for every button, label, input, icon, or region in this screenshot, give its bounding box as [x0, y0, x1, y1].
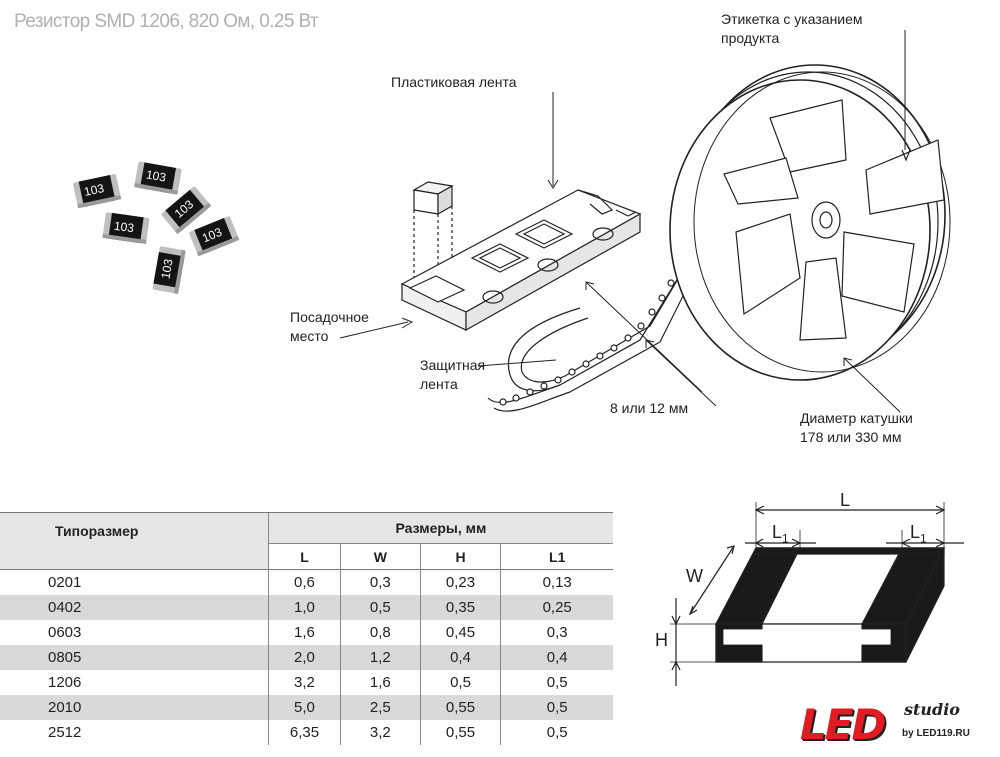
dim-label-L: L: [840, 490, 851, 510]
cell-L: 1,6: [267, 620, 341, 645]
cell-H: 0,45: [419, 620, 501, 645]
dim-label-W: W: [686, 566, 703, 586]
column-header-W: W: [340, 543, 421, 570]
column-header-L1: L1: [500, 543, 613, 570]
cell-H: 0,23: [419, 569, 501, 595]
cell-L1: 0,3: [500, 620, 613, 645]
cell-L1: 0,25: [500, 595, 613, 620]
reel: [669, 64, 951, 381]
page-title: Резистор SMD 1206, 820 Ом, 0.25 Вт: [14, 11, 319, 32]
cell-W: 1,2: [340, 645, 421, 670]
cell-W: 2,5: [340, 695, 421, 720]
cell-L: 5,0: [267, 695, 341, 720]
label-cover-tape-line2: лента: [420, 376, 458, 392]
table-row: 0805 2,0 1,2 0,4 0,4: [0, 645, 613, 670]
cell-L: 0,6: [267, 569, 341, 595]
table-row: 2010 5,0 2,5 0,55 0,5: [0, 695, 613, 720]
cell-L1: 0,13: [500, 569, 613, 595]
cell-L1: 0,5: [500, 695, 613, 720]
cell-L: 3,2: [267, 670, 341, 695]
cell-L1: 0,5: [500, 720, 613, 745]
label-tape-width: 8 или 12 мм: [610, 400, 689, 416]
cell-L: 2,0: [267, 645, 341, 670]
cell-L: 6,35: [267, 720, 341, 745]
table-row: 0603 1,6 0,8 0,45 0,3: [0, 620, 613, 645]
dim-label-L1-right: L1: [910, 522, 927, 546]
cell-type: 0201: [48, 574, 82, 591]
label-plastic-tape: Пластиковая лента: [391, 74, 517, 90]
cell-H: 0,55: [419, 720, 501, 745]
cell-L: 1,0: [267, 595, 341, 620]
label-product-label-line2: продукта: [721, 30, 780, 46]
table-row: 0402 1,0 0,5 0,35 0,25: [0, 595, 613, 620]
cell-type: 1206: [48, 674, 82, 691]
logo-by-text: by LED119.RU: [902, 728, 970, 739]
cell-type: 2512: [48, 724, 82, 741]
label-cover-tape-line1: Защитная: [420, 357, 486, 373]
cell-type: 0402: [0, 595, 269, 620]
cell-W: 1,6: [340, 670, 421, 695]
cell-H: 0,4: [419, 645, 501, 670]
carrier-tape-segment: [400, 189, 642, 332]
label-product-label-line1: Этикетка с указанием: [721, 11, 863, 27]
cell-H: 0,5: [419, 670, 501, 695]
cell-type: 0603: [48, 624, 82, 641]
logo-main-text: LED: [800, 700, 886, 749]
cell-H: 0,35: [419, 595, 501, 620]
label-reel-diameter-line1: Диаметр катушки: [800, 410, 913, 426]
dimensions-table: Типоразмер Размеры, мм L W H L1 0201 0,6…: [0, 512, 613, 745]
cell-W: 0,8: [340, 620, 421, 645]
cell-W: 3,2: [340, 720, 421, 745]
column-header-H: H: [419, 543, 501, 570]
table-row: 0201 0,6 0,3 0,23 0,13: [0, 569, 613, 595]
header-type: Типоразмер: [0, 512, 269, 570]
table-row: 1206 3,2 1,6 0,5 0,5: [0, 670, 613, 695]
cell-type: 0805: [0, 645, 269, 670]
cell-W: 0,3: [340, 569, 421, 595]
logo-sub-text: studio: [904, 700, 960, 719]
dim-label-H: H: [655, 630, 668, 650]
led-studio-logo: LED studio by LED119.RU: [800, 700, 990, 750]
cell-L1: 0,4: [500, 645, 613, 670]
label-seat-line2: место: [290, 328, 329, 344]
cell-type: 2010: [0, 695, 269, 720]
cell-W: 0,5: [340, 595, 421, 620]
cell-H: 0,55: [419, 695, 501, 720]
component-block: [412, 181, 454, 300]
header-dimensions: Размеры, мм: [267, 512, 613, 544]
leader-lines: [339, 30, 906, 413]
table-row: 2512 6,35 3,2 0,55 0,5: [0, 720, 613, 745]
label-reel-diameter-line2: 178 или 330 мм: [800, 429, 902, 445]
label-seat-line1: Посадочное: [290, 309, 369, 325]
column-header-L: L: [267, 543, 341, 570]
dim-label-L1-left: L1: [772, 522, 789, 546]
cell-L1: 0,5: [500, 670, 613, 695]
